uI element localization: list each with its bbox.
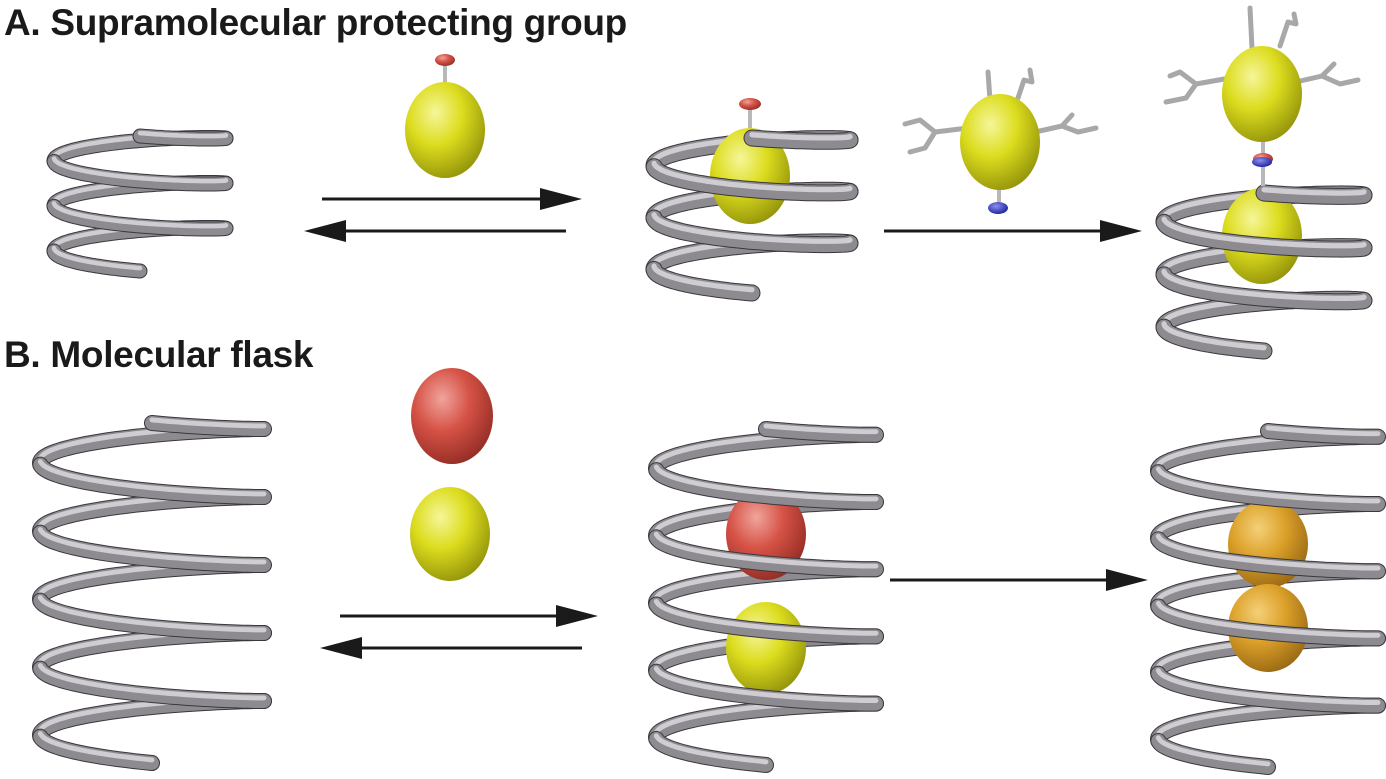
- yellow-guest-icon: [1222, 46, 1302, 142]
- arrows: [304, 188, 1148, 659]
- helix-icon: [648, 421, 884, 773]
- arrow-icon: [540, 188, 582, 210]
- helix-icon: [46, 128, 234, 279]
- yellow-guest-icon: [1222, 188, 1302, 284]
- arrow-icon: [1106, 569, 1148, 591]
- red-guest-icon: [411, 368, 493, 464]
- section-a-title: A. Supramolecular protecting group: [4, 2, 627, 43]
- reagent-a: [902, 67, 1099, 214]
- helix-icon: [1150, 423, 1386, 775]
- product-a-top: [1163, 5, 1361, 165]
- arrow-icon: [556, 605, 598, 627]
- yellow-guest-icon: [410, 487, 490, 581]
- blue-cap-icon: [1252, 157, 1272, 167]
- arrow-icon: [1100, 220, 1142, 242]
- helices: [32, 98, 1386, 775]
- yellow-guest-icon: [960, 94, 1040, 190]
- yellow-guest-icon: [710, 128, 790, 224]
- red-cap-icon: [739, 98, 761, 110]
- guest-a-cap: [739, 98, 761, 128]
- helix-icon: [32, 415, 272, 771]
- helix-icon: [645, 128, 859, 302]
- blue-cap-icon: [988, 202, 1008, 214]
- arrow-icon: [320, 637, 362, 659]
- helix-icon: [1155, 184, 1373, 360]
- guests-b-free: [410, 368, 493, 581]
- yellow-guest-icon: [405, 82, 485, 178]
- yellow-guest-icon: [726, 602, 806, 694]
- section-b-title: B. Molecular flask: [4, 334, 314, 375]
- linker-stem: [1252, 157, 1272, 186]
- guest-a-free: [405, 54, 485, 178]
- red-cap-icon: [435, 54, 455, 66]
- arrow-icon: [304, 220, 346, 242]
